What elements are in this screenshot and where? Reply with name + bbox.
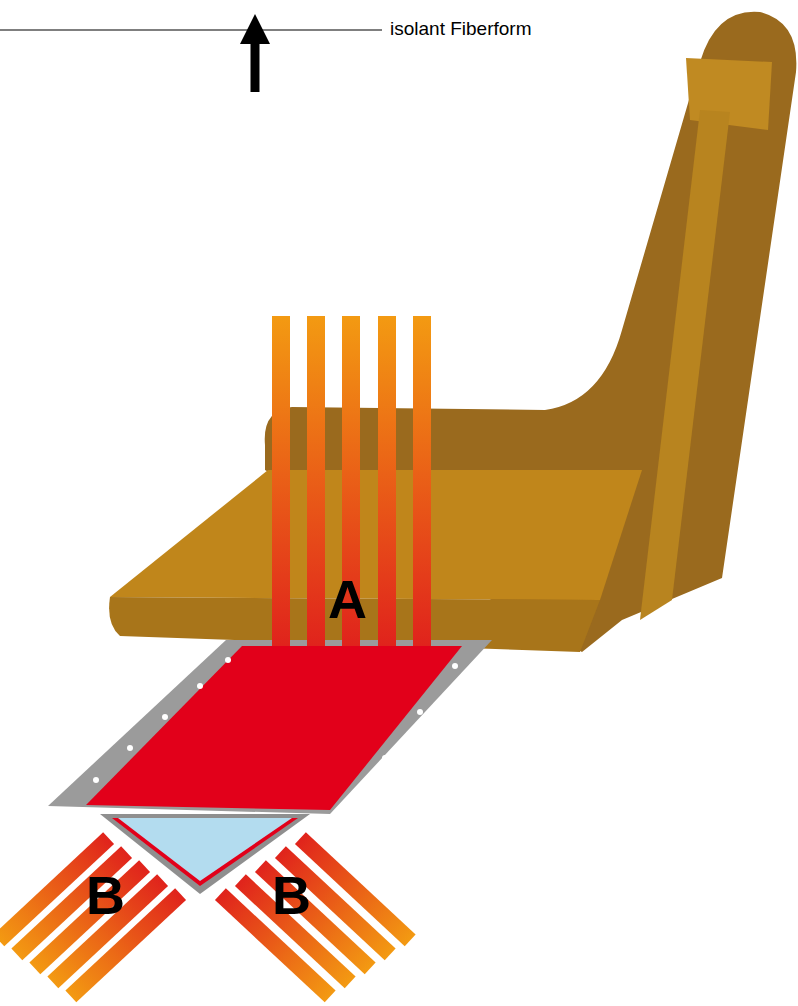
- leader-line: [0, 29, 382, 30]
- part-label: isolant Fiberform: [390, 19, 532, 38]
- frame: [48, 640, 492, 814]
- arrow-shaft: [251, 40, 260, 92]
- heated-plate: [86, 646, 462, 810]
- heat-flux-a: [272, 316, 431, 646]
- zone-letter: B: [86, 868, 125, 922]
- heat-flux-b: [0, 832, 416, 1002]
- arrow-head: [240, 14, 270, 44]
- flux-bar: [295, 832, 416, 946]
- flux-stripe: [65, 888, 186, 1002]
- insulation-top-face: [110, 470, 642, 600]
- zone-letter: A: [328, 572, 367, 626]
- flux-stripe: [295, 832, 416, 946]
- zone-letter: B: [272, 868, 311, 922]
- insulation-rib: [640, 110, 730, 620]
- frame-holes: [93, 657, 458, 805]
- flux-bar: [65, 888, 186, 1002]
